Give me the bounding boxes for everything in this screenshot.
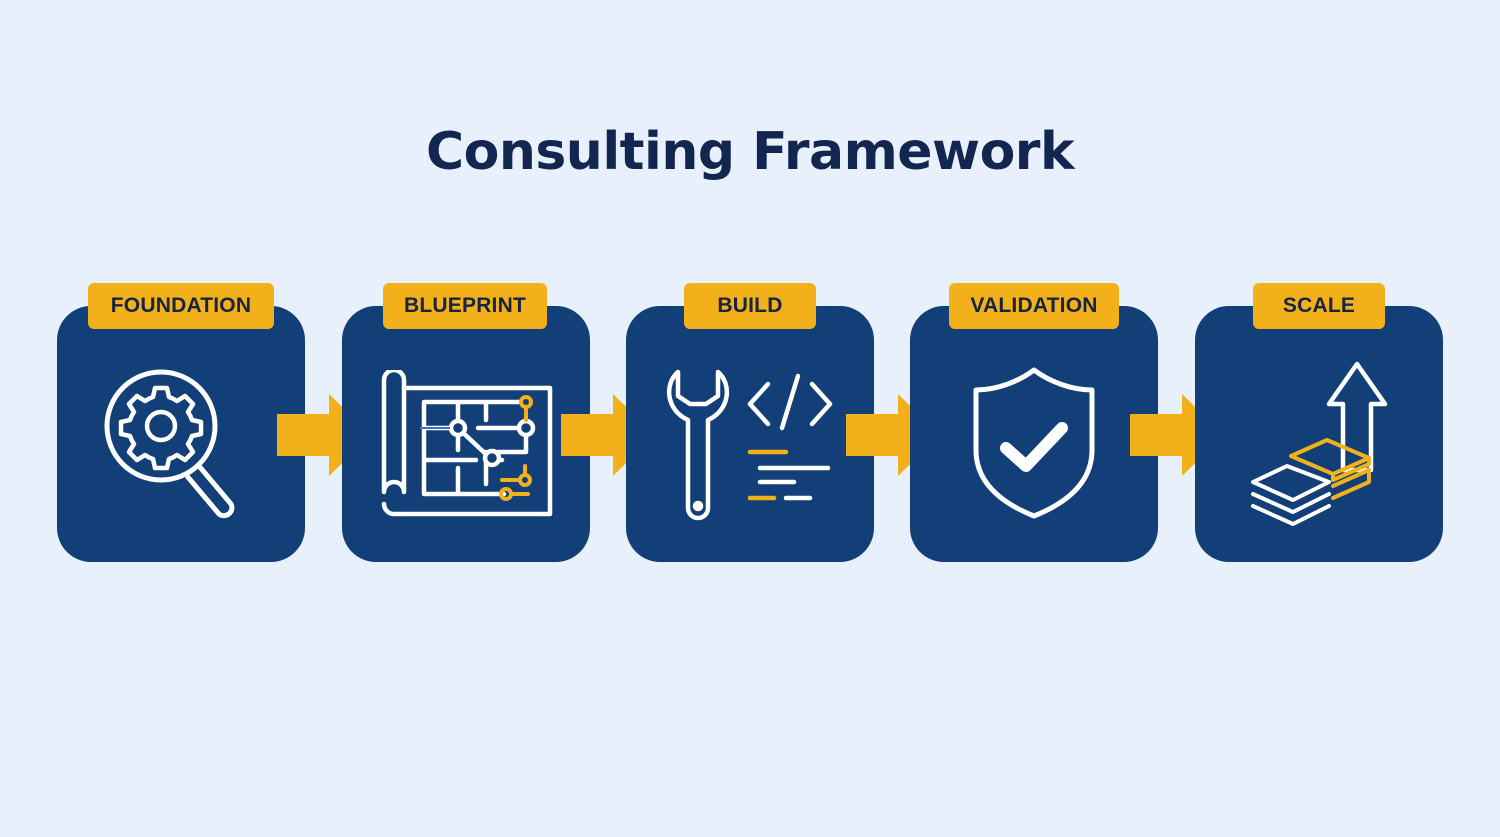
step-label-blueprint: BLUEPRINT: [383, 283, 547, 329]
step-label-validation: VALIDATION: [949, 283, 1119, 329]
step-label-build: BUILD: [684, 283, 816, 329]
step-label-foundation: FOUNDATION: [88, 283, 274, 329]
gear-magnifier-icon: [104, 369, 235, 519]
shield-check-icon: [973, 367, 1095, 519]
step-card-build: [626, 306, 874, 562]
page-title: Consulting Framework: [425, 122, 1075, 182]
step-card-scale: [1195, 306, 1443, 562]
step-card-foundation: [57, 306, 305, 562]
step-card-blueprint: [342, 306, 590, 562]
stack-growth-icon: [1251, 361, 1388, 526]
blueprint-icon: [381, 370, 553, 517]
wrench-code-icon: [666, 369, 833, 521]
step-label-scale: SCALE: [1253, 283, 1385, 329]
step-card-validation: [910, 306, 1158, 562]
